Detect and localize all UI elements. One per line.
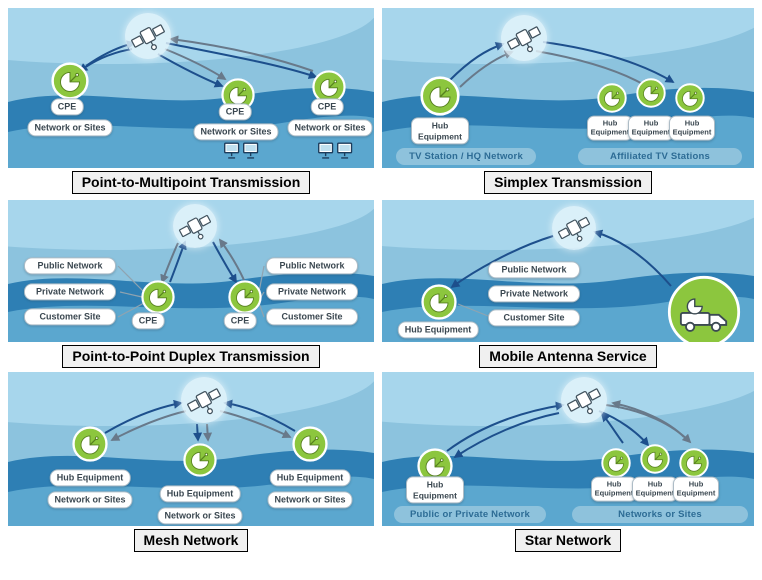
private-network-label: Private Network — [266, 283, 358, 301]
network-or-sites-label: Network or Sites — [157, 507, 243, 525]
customer-site-label: Customer Site — [488, 309, 580, 327]
customer-site-label: Customer Site — [266, 308, 358, 326]
panel-star-network: Hub Equipment Hub Equipment Hub Equipmen… — [382, 372, 754, 526]
connector-lines — [457, 303, 489, 317]
hub-equipment-label: Hub Equipment — [632, 476, 678, 502]
satellite-halo — [501, 15, 547, 61]
caption-row: Mobile Antenna Service — [382, 345, 754, 368]
hub-equipment-label: Hub Equipment — [406, 476, 464, 504]
satellite-icon — [185, 381, 223, 419]
satellite-icon — [129, 17, 167, 55]
dish-antenna-icon — [597, 83, 627, 113]
hub-equipment-label: Hub Equipment — [397, 321, 479, 339]
satellite-icon — [565, 381, 603, 419]
caption-point-to-multipoint: Point-to-Multipoint Transmission — [71, 171, 311, 194]
private-network-label: Private Network — [24, 283, 116, 301]
caption-row: Point-to-Point Duplex Transmission — [8, 345, 374, 368]
hub-equipment-label: Hub Equipment — [269, 469, 351, 487]
caption-simplex: Simplex Transmission — [484, 171, 652, 194]
dish-antenna-icon — [141, 280, 175, 314]
network-or-sites-label: Network or Sites — [193, 123, 279, 141]
dish-antenna-icon — [601, 448, 631, 478]
network-or-sites-label: Network or Sites — [47, 491, 133, 509]
computers-icon — [223, 142, 261, 161]
hub-equipment-label: Hub Equipment — [628, 115, 674, 141]
dish-antenna-icon — [640, 444, 670, 474]
satellite-halo — [173, 204, 217, 248]
public-network-label: Public Network — [488, 261, 580, 279]
panel-simplex: Hub Equipment Hub Equipment Hub Equipmen… — [382, 8, 754, 168]
transmission-arrows — [104, 399, 296, 442]
transmission-arrows — [446, 400, 692, 458]
hub-equipment-label: Hub Equipment — [673, 476, 719, 502]
tv-station-hq-network-bar: TV Station / HQ Network — [396, 148, 536, 165]
hub-equipment-label: Hub Equipment — [411, 117, 469, 145]
panel-mesh-network: Hub Equipment Hub Equipment Hub Equipmen… — [8, 372, 374, 526]
satellite-halo — [552, 206, 596, 250]
dish-antenna-icon — [292, 426, 328, 462]
satellite-icon — [505, 19, 543, 57]
dish-antenna-icon — [228, 280, 262, 314]
caption-point-to-point-duplex: Point-to-Point Duplex Transmission — [62, 345, 320, 368]
cpe-label: CPE — [223, 312, 257, 330]
network-or-sites-label: Network or Sites — [287, 119, 373, 137]
cpe-label: CPE — [131, 312, 165, 330]
networks-or-sites-bar: Networks or Sites — [572, 506, 748, 523]
network-or-sites-label: Network or Sites — [267, 491, 353, 509]
dish-antenna-icon — [420, 76, 460, 116]
hub-equipment-label: Hub Equipment — [159, 485, 241, 503]
affiliated-tv-stations-bar: Affiliated TV Stations — [578, 148, 742, 165]
public-or-private-network-bar: Public or Private Network — [394, 506, 546, 523]
dish-antenna-icon — [636, 78, 666, 108]
network-or-sites-label: Network or Sites — [27, 119, 113, 137]
panel-mobile-antenna-service: Hub Equipment Public Network Private Net… — [382, 200, 754, 342]
mobile-antenna-truck-icon — [667, 275, 741, 342]
cpe-label: CPE — [218, 103, 252, 121]
dish-antenna-icon — [183, 443, 217, 477]
dish-antenna-icon — [421, 284, 457, 320]
computers-icon — [317, 142, 355, 161]
cpe-label: CPE — [310, 98, 344, 116]
caption-row: Star Network — [382, 529, 754, 552]
caption-mobile-antenna-service: Mobile Antenna Service — [479, 345, 657, 368]
dish-antenna-icon — [72, 426, 108, 462]
public-network-label: Public Network — [24, 257, 116, 275]
panel-point-to-point-duplex: Public Network Private Network Customer … — [8, 200, 374, 342]
transmission-arrows — [450, 229, 672, 289]
caption-row: Mesh Network — [8, 529, 374, 552]
private-network-label: Private Network — [488, 285, 580, 303]
satellite-icon — [556, 210, 592, 246]
customer-site-label: Customer Site — [24, 308, 116, 326]
public-network-label: Public Network — [266, 257, 358, 275]
hub-equipment-label: Hub Equipment — [49, 469, 131, 487]
dish-antenna-icon — [675, 83, 705, 113]
satellite-halo — [125, 13, 171, 59]
panel-point-to-multipoint: CPE CPE CPE Network or Sites Network or … — [8, 8, 374, 168]
hub-equipment-label: Hub Equipment — [587, 115, 633, 141]
cpe-label: CPE — [50, 98, 84, 116]
caption-star-network: Star Network — [514, 529, 622, 552]
dish-antenna-icon — [51, 62, 89, 100]
hub-equipment-label: Hub Equipment — [591, 476, 637, 502]
caption-row: Simplex Transmission — [382, 171, 754, 194]
satellite-icon — [177, 208, 213, 244]
dish-antenna-icon — [679, 448, 709, 478]
satellite-halo — [561, 377, 607, 423]
caption-mesh-network: Mesh Network — [133, 529, 249, 552]
caption-row: Point-to-Multipoint Transmission — [8, 171, 374, 194]
hub-equipment-label: Hub Equipment — [669, 115, 715, 141]
satellite-halo — [181, 377, 227, 423]
